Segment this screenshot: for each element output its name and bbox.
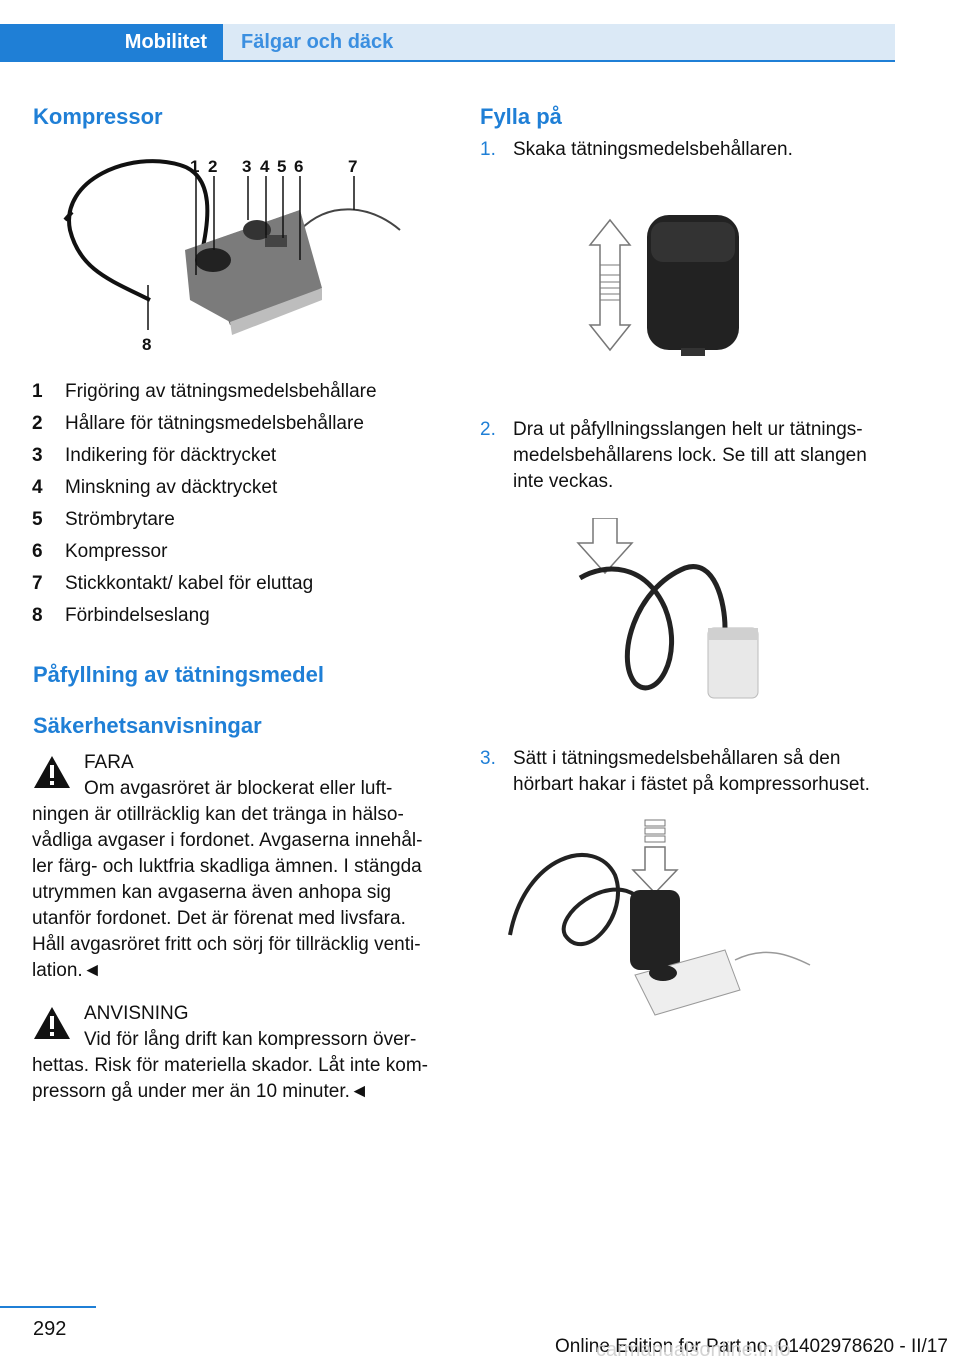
list-item-number: 6 — [32, 541, 43, 562]
figure-label-3: 3 — [242, 157, 251, 176]
warning-line: Vid för lång drift kan kompressorn över- — [84, 1029, 417, 1050]
list-item: 5 Strömbrytare — [32, 504, 442, 536]
list-item: 3 Indikering för däcktrycket — [32, 440, 442, 472]
list-item-text: Förbindelseslang — [65, 605, 210, 626]
figure-label-1: 1 — [190, 157, 199, 176]
figure-label-7: 7 — [348, 157, 357, 176]
list-item: 7 Stickkontakt/ kabel för eluttag — [32, 568, 442, 600]
component-list: 1 Frigöring av tätningsmedelsbehållare 2 H… — [32, 376, 442, 632]
section-heading-pafyllning: Påfyllning av tätningsmedel — [33, 662, 324, 687]
list-item-number: 3 — [32, 445, 43, 466]
list-item-number: 7 — [32, 573, 43, 594]
insert-container-figure — [508, 819, 811, 1016]
list-item: 1 Frigöring av tätningsmedelsbehållare — [32, 376, 442, 408]
warning-line: ningen är otillräcklig kan det tränga in… — [32, 804, 404, 825]
warning-fara: FARA Om avgasröret är blockerat eller lu… — [32, 750, 447, 984]
warning-line: ler färg- och luktfria skadliga ämnen. I… — [32, 856, 422, 877]
warning-line: pressorn gå under mer än 10 minuter.◄ — [32, 1081, 369, 1102]
figure-label-8: 8 — [142, 335, 151, 354]
warning-line: utrymmen kan avgaserna även anhopa sig — [32, 882, 392, 903]
step-text: Skaka tätningsmedelsbehållaren. — [513, 139, 793, 160]
step-number: 2. — [480, 419, 496, 440]
list-item-text: Strömbrytare — [65, 509, 175, 530]
warning-line: lation.◄ — [32, 960, 102, 981]
warning-line: vådliga avgaser i fordonet. Avgaserna in… — [32, 830, 423, 851]
warning-title: FARA — [84, 752, 134, 773]
list-item: 8 Förbindelseslang — [32, 600, 442, 632]
list-item-number: 1 — [32, 381, 43, 402]
warning-line: utanför fordonet. Det är förenat med liv… — [32, 908, 406, 929]
warning-line: Håll avgasröret fritt och sörj för tillr… — [32, 934, 421, 955]
warning-icon — [34, 1007, 70, 1039]
list-item-number: 4 — [32, 477, 43, 498]
step-text: Dra ut påfyllningsslangen helt ur tätnin… — [513, 419, 863, 440]
shake-container-figure — [588, 215, 739, 356]
list-item-text: Minskning av däcktrycket — [65, 477, 278, 498]
list-item: 2 Hållare för tätningsmedelsbehållare — [32, 408, 442, 440]
list-item: 6 Kompressor — [32, 536, 442, 568]
page-number: 292 — [33, 1318, 67, 1340]
edition-note: Online Edition for Part no. 01402978620 … — [555, 1336, 948, 1357]
step-2: 2. Dra ut påfyllningsslangen helt ur tät… — [480, 417, 900, 495]
tab-falgar-och-dack[interactable]: Fälgar och däck — [223, 24, 895, 60]
list-item-number: 5 — [32, 509, 43, 530]
list-item-number: 8 — [32, 605, 43, 626]
section-heading-fylla-pa: Fylla på — [480, 104, 562, 129]
footer-rule — [0, 1306, 96, 1308]
list-item-text: Indikering för däcktrycket — [65, 445, 277, 466]
figure-label-6: 6 — [294, 157, 303, 176]
figure-label-4: 4 — [260, 157, 270, 176]
warning-title: ANVISNING — [84, 1003, 189, 1024]
list-item: 4 Minskning av däcktrycket — [32, 472, 442, 504]
figure-label-5: 5 — [277, 157, 286, 176]
step-3: 3. Sätt i tätningsmedelsbehållaren så de… — [480, 746, 900, 798]
warning-anvisning: ANVISNING Vid för lång drift kan kompres… — [32, 1001, 447, 1105]
compressor-figure: 1 2 3 4 5 6 7 8 — [63, 157, 401, 354]
figure-label-2: 2 — [208, 157, 217, 176]
list-item-text: Frigöring av tätningsmedelsbehållare — [65, 381, 377, 402]
tab-mobilitet[interactable]: Mobilitet — [0, 24, 223, 60]
step-text: Sätt i tätningsmedelsbehållaren så den — [513, 748, 841, 769]
step-1: 1. Skaka tätningsmedelsbehållaren. — [480, 137, 900, 163]
step-text: inte veckas. — [513, 471, 614, 492]
header-tabs: Mobilitet Fälgar och däck — [0, 24, 895, 62]
step-number: 3. — [480, 748, 496, 769]
subsection-heading-sakerhet: Säkerhetsanvisningar — [33, 713, 262, 738]
watermark: carmanualsonline.info — [596, 1339, 791, 1361]
section-heading-kompressor: Kompressor — [33, 104, 163, 129]
warning-line: Om avgasröret är blockerat eller luft- — [84, 778, 393, 799]
list-item-number: 2 — [32, 413, 43, 434]
watermark-text: carmanualsonline.info — [596, 1339, 791, 1361]
list-item-text: Stickkontakt/ kabel för eluttag — [65, 573, 314, 594]
warning-line: hettas. Risk för materiella skador. Låt … — [32, 1055, 428, 1076]
step-text: medelsbehållarens lock. Se till att slan… — [513, 445, 867, 466]
warning-icon — [34, 756, 70, 788]
list-item-text: Kompressor — [65, 541, 168, 562]
list-item-text: Hållare för tätningsmedelsbehållare — [65, 413, 364, 434]
step-number: 1. — [480, 139, 496, 160]
pull-hose-figure — [576, 518, 759, 699]
step-text: hörbart hakar i fästet på kompressorhuse… — [513, 774, 870, 795]
